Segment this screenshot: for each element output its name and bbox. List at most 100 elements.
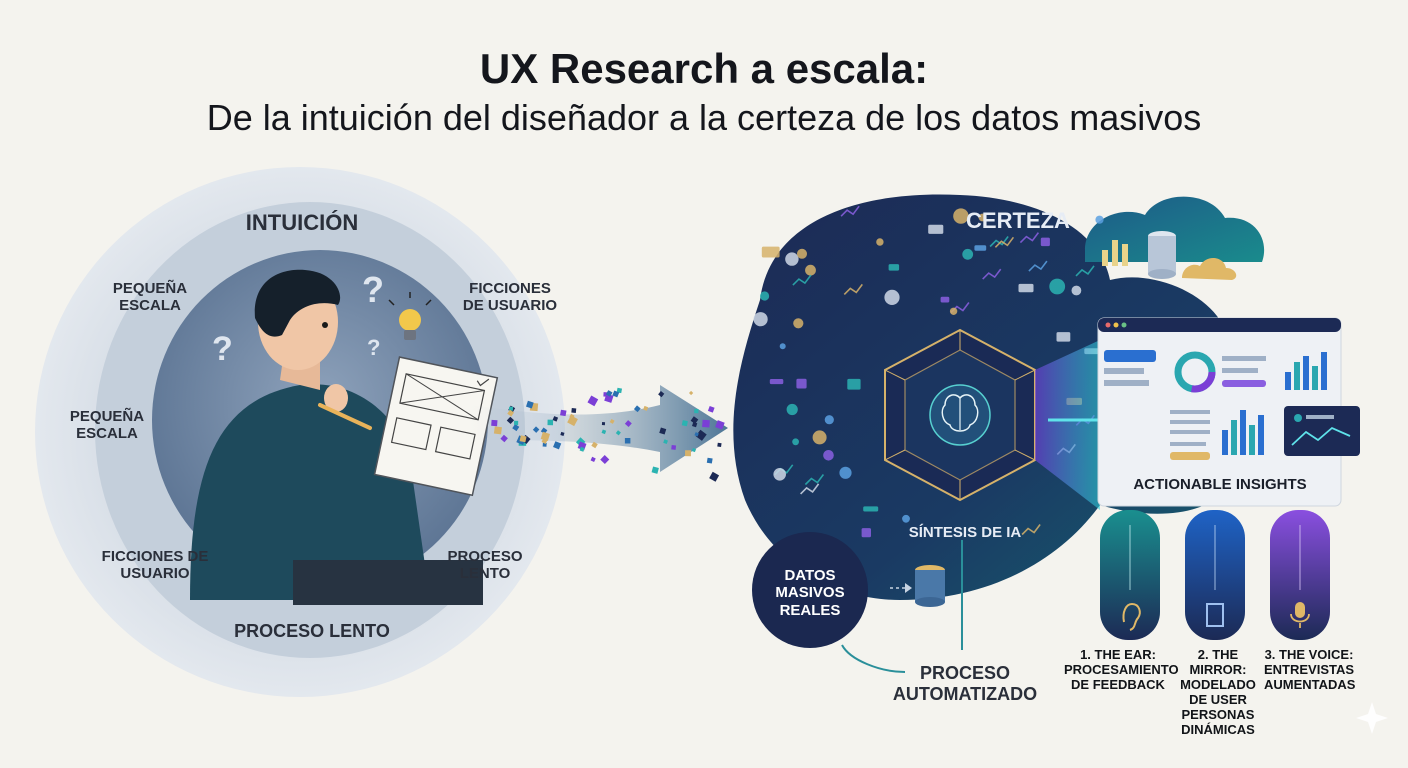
data-particle [643,405,649,411]
lightbulb-icon [388,292,432,340]
bar-chart-icon [1222,410,1264,455]
message-icon [769,379,784,385]
pillar-label-ear: 1. THE EAR: PROCESAMIENTO DE FEEDBACK [1064,647,1179,692]
message-icon [796,378,807,389]
insights-dashboard [1097,317,1360,507]
transition-arrow [470,385,728,482]
intuition-section: ? ? ? [35,167,565,697]
user-icon [953,208,969,224]
trend-icon [804,474,825,486]
data-particle [609,419,615,424]
message-icon [1056,332,1071,342]
question-mark-icon: ? [367,335,380,360]
page-title: UX Research a escala: [479,45,929,92]
data-particle [709,471,720,482]
data-particle [702,419,710,428]
data-particle [615,430,621,436]
sparkle-icon [1356,702,1388,734]
data-particle [706,457,713,464]
cloud-icon [1182,257,1237,280]
question-mark-icon: ? [212,330,233,368]
user-icon [884,289,900,305]
message-icon [863,506,879,512]
user-icon [793,318,804,329]
data-particle [695,429,707,441]
user-icon [786,403,798,416]
data-particle [500,434,508,443]
user-icon [792,438,799,446]
data-particle [624,438,631,444]
data-particle [663,439,668,445]
message-icon [847,378,861,390]
data-particle [624,420,632,428]
data-particle [560,409,567,417]
label-slow-process: PROCESO LENTO [447,548,523,583]
label-slow-process: PROCESO LENTO [234,621,390,641]
user-icon [823,450,834,461]
data-particle [491,419,498,427]
data-particle [717,442,722,447]
trend-icon [1075,265,1095,277]
data-source-label: DATOS MASIVOS REALES [775,567,845,619]
pillar-voice [1270,510,1330,640]
microphone-icon [1290,602,1310,628]
wireframe-paper [373,356,499,497]
data-particle [659,427,667,435]
message-icon [761,246,780,258]
insight-beam [1035,340,1100,510]
data-particle [526,400,534,409]
data-particle [694,408,699,414]
certainty-heading: CERTEZA [966,208,1070,233]
trend-icon [800,483,820,495]
user-icon [785,252,799,266]
data-particle [514,420,519,425]
pillar-ear [1100,510,1160,640]
user-icon [797,248,807,259]
user-icon [962,248,974,260]
ear-icon [1122,602,1141,631]
page-subtitle: De la intuición del diseñador a la certe… [206,97,1202,139]
data-particle [506,416,515,425]
data-particle [694,432,699,437]
data-particle [658,391,665,398]
data-particle [692,422,698,428]
data-particle [590,456,596,462]
data-particle [547,419,554,426]
trend-icon [792,274,812,286]
data-particle [579,446,585,452]
data-particle [601,429,607,435]
data-particle [540,431,550,442]
data-particle [509,406,513,411]
data-particle [600,455,610,465]
user-icon [805,264,816,276]
data-particle [691,447,697,453]
data-particle [681,420,688,427]
label-user-fictions: FICCIONES DE USUARIO [101,548,209,583]
trend-icon [1028,260,1048,272]
data-particle [552,416,559,422]
user-icon [839,466,852,479]
data-particle [633,405,641,413]
data-particle [507,409,515,417]
message-icon [1018,283,1034,293]
user-icon [1071,285,1082,296]
message-icon [888,264,900,271]
trend-icon [843,283,863,295]
user-icon [902,514,910,523]
intuition-heading: INTUICIÓN [245,210,359,235]
user-icon [949,307,958,315]
data-particle [715,420,725,430]
ai-synthesis-label: SÍNTESIS DE IA [908,524,1022,541]
server-icon [915,565,945,607]
user-icon [1095,215,1104,224]
pillar-mirror [1185,510,1245,640]
data-particle [571,408,577,413]
user-icon [876,238,884,246]
data-particle [493,426,502,435]
question-mark-icon: ? [362,269,384,310]
data-particle [707,406,715,413]
trend-icon [982,268,1002,280]
message-icon [928,224,944,234]
trend-icon [1019,232,1040,244]
data-particle [587,395,599,407]
